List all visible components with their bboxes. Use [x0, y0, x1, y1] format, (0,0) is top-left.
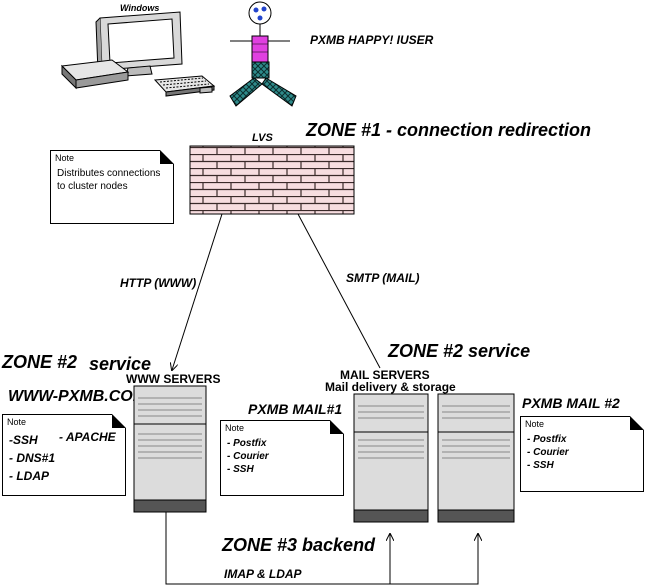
mail1-note: Note - Postfix - Courier - SSH	[220, 420, 344, 496]
mail-server-1-icon	[353, 393, 429, 523]
note-body: - Postfix - Courier - SSH	[527, 433, 569, 472]
note-line: - SSH	[227, 464, 254, 475]
www-servers-label: WWW SERVERS	[126, 372, 220, 386]
user-figure-icon	[229, 1, 297, 107]
zone1-title: ZONE #1 - connection redirection	[305, 120, 591, 140]
zone2-left-title: ZONE #2	[1, 352, 77, 372]
zone2-left-subtitle: service	[89, 354, 151, 374]
note-line: -SSH	[9, 433, 38, 447]
note-line: - APACHE	[59, 430, 116, 444]
http-connection-line	[172, 213, 223, 370]
note-line: - Postfix	[227, 438, 267, 449]
note-fold-icon	[112, 414, 126, 428]
user-label: PXMB HAPPY! IUSER	[310, 33, 434, 47]
www-host-label: WWW-PXMB.COM	[8, 388, 147, 405]
mail2-label: PXMB MAIL #2	[522, 395, 620, 411]
mail-server-2-icon	[437, 393, 515, 523]
lvs-label: LVS	[252, 132, 273, 144]
zone3-title: ZONE #3 backend	[221, 535, 376, 555]
note-line: - Postfix	[527, 434, 567, 445]
backend-bus-line	[165, 512, 478, 585]
windows-label: Windows	[120, 3, 159, 13]
note-title: Note	[225, 423, 245, 433]
smtp-connection-line	[297, 213, 381, 369]
note-line: - LDAP	[9, 469, 49, 483]
note-body: - Postfix - Courier - SSH	[227, 437, 269, 476]
note-line: - SSH	[527, 460, 554, 471]
note-title: Note	[7, 417, 27, 427]
note-title: Note	[525, 419, 545, 429]
mail-servers-label: MAIL SERVERS	[340, 368, 430, 382]
www-server-icon	[133, 385, 207, 513]
note-line: - Courier	[227, 451, 269, 462]
smtp-label: SMTP (MAIL)	[346, 271, 420, 285]
note-fold-icon	[330, 420, 344, 434]
note-line: - DNS#1	[9, 451, 56, 465]
http-label: HTTP (WWW)	[120, 276, 196, 290]
note-line: - Courier	[527, 447, 569, 458]
mail1-label: PXMB MAIL#1	[248, 401, 342, 417]
imap-ldap-label: IMAP & LDAP	[224, 567, 303, 581]
note-body: -SSH - DNS#1 - LDAP	[9, 431, 55, 485]
zone2-right-title: ZONE #2 service	[387, 341, 530, 361]
lvs-note: Note Distributes connections to cluster …	[50, 150, 174, 224]
note-line: Distributes connections	[57, 168, 161, 179]
lvs-firewall-icon	[189, 145, 355, 215]
note-fold-icon	[160, 150, 174, 164]
note-line: to cluster nodes	[57, 181, 128, 192]
mail2-note: Note - Postfix - Courier - SSH	[520, 416, 644, 492]
note-body: Distributes connections to cluster nodes	[57, 167, 160, 193]
note-fold-icon	[630, 416, 644, 430]
mail-servers-subtitle: Mail delivery & storage	[325, 380, 456, 394]
note-title: Note	[55, 153, 75, 163]
www-note: Note -SSH - DNS#1 - LDAP - APACHE	[2, 414, 126, 496]
windows-pc-icon	[60, 11, 216, 97]
